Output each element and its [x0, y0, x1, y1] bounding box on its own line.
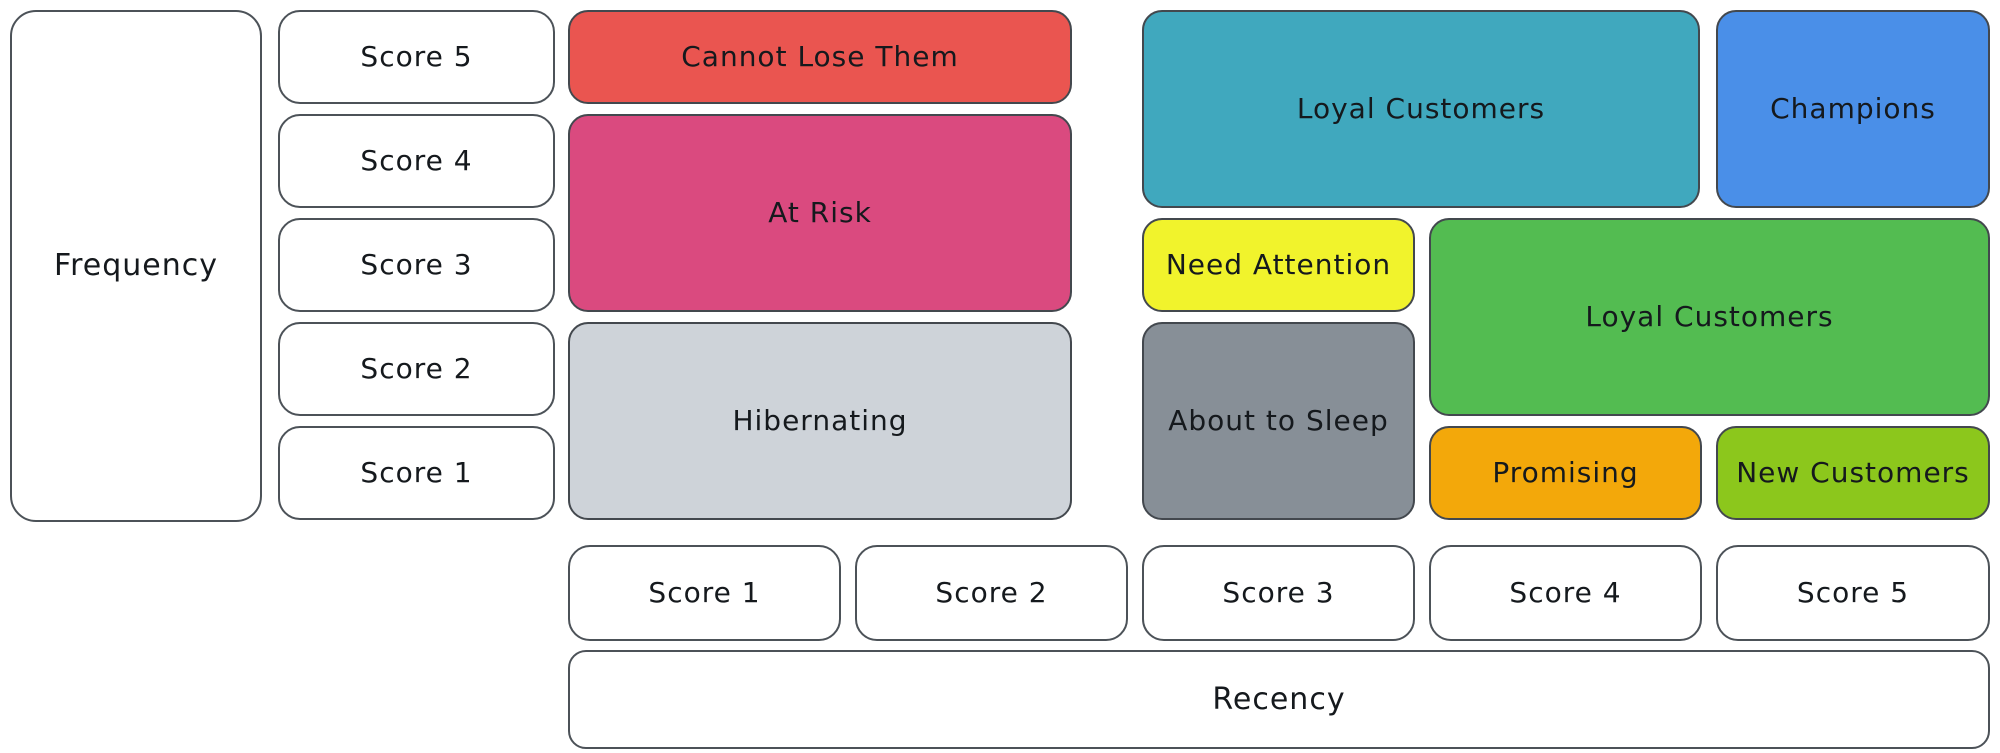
recency-score-3-box: Score 3: [1142, 545, 1415, 641]
recency-score-2-box: Score 2: [855, 545, 1128, 641]
frequency-score-4-box: Score 4: [278, 114, 555, 208]
recency-score-1-box: Score 1: [568, 545, 841, 641]
segment-about-to-sleep-label: About to Sleep: [1168, 404, 1389, 438]
frequency-axis-label: Frequency: [54, 248, 218, 283]
segment-loyal-customers-upper-label: Loyal Customers: [1296, 92, 1546, 126]
frequency-score-3-box: Score 3: [278, 218, 555, 312]
recency-axis-box: Recency: [568, 650, 1990, 749]
segment-champions: Champions: [1716, 10, 1990, 208]
frequency-score-1-box: Score 1: [278, 426, 555, 520]
recency-score-4-label: Score 4: [1509, 576, 1622, 610]
segment-at-risk: At Risk: [568, 114, 1072, 312]
segment-new-customers: New Customers: [1716, 426, 1990, 520]
recency-score-2-label: Score 2: [935, 576, 1048, 610]
recency-score-1-label: Score 1: [648, 576, 761, 610]
segment-loyal-customers-upper: Loyal Customers: [1142, 10, 1700, 208]
recency-score-3-label: Score 3: [1222, 576, 1335, 610]
frequency-axis-box: Frequency: [10, 10, 262, 522]
segment-hibernating: Hibernating: [568, 322, 1072, 520]
frequency-score-2-box: Score 2: [278, 322, 555, 416]
frequency-score-5-label: Score 5: [360, 40, 473, 74]
frequency-score-4-label: Score 4: [360, 144, 473, 178]
frequency-score-5-box: Score 5: [278, 10, 555, 104]
recency-score-5-box: Score 5: [1716, 545, 1990, 641]
segment-at-risk-label: At Risk: [768, 196, 872, 230]
segment-loyal-customers-lower-label: Loyal Customers: [1585, 300, 1834, 334]
segment-cannot-lose-them: Cannot Lose Them: [568, 10, 1072, 104]
recency-score-4-box: Score 4: [1429, 545, 1702, 641]
segment-promising: Promising: [1429, 426, 1702, 520]
segment-promising-label: Promising: [1492, 456, 1639, 490]
recency-axis-label: Recency: [1212, 681, 1346, 717]
recency-score-5-label: Score 5: [1796, 576, 1910, 610]
segment-loyal-customers-lower: Loyal Customers: [1429, 218, 1990, 416]
frequency-score-3-label: Score 3: [360, 248, 473, 282]
segment-hibernating-label: Hibernating: [732, 404, 908, 438]
frequency-score-2-label: Score 2: [360, 352, 473, 386]
segment-new-customers-label: New Customers: [1736, 456, 1970, 490]
segment-need-attention-label: Need Attention: [1165, 248, 1392, 282]
segment-about-to-sleep: About to Sleep: [1142, 322, 1415, 520]
segment-cannot-lose-them-label: Cannot Lose Them: [681, 40, 959, 74]
frequency-score-1-label: Score 1: [360, 456, 473, 490]
segment-need-attention: Need Attention: [1142, 218, 1415, 312]
segment-champions-label: Champions: [1770, 92, 1936, 126]
